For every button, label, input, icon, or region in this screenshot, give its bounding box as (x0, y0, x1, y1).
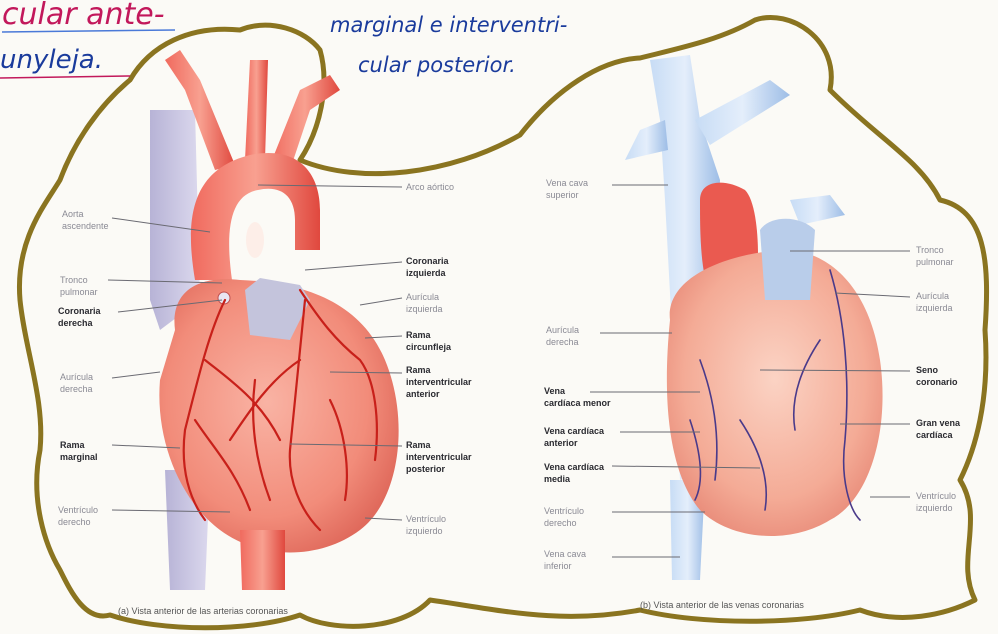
label-ventriculo-derecho-b-2: derecho (544, 518, 577, 528)
label-auricula-izquierda-a-1: Aurícula (406, 292, 439, 302)
panel-a-arteries (150, 50, 399, 590)
label-rama-circunfleja-2: circunfleja (406, 342, 452, 352)
pulmonary-trunk-b (760, 219, 815, 300)
label-ventriculo-izquierdo-b-2: izquierdo (916, 503, 953, 513)
panel-b-veins (625, 55, 883, 580)
label-seno-coronario-2: coronario (916, 377, 958, 387)
label-auricula-izquierda-a-2: izquierda (406, 304, 443, 314)
handwritten-notes: cular ante- unyleja. marginal e interven… (0, 0, 567, 78)
aortic-arch (191, 153, 320, 280)
label-tronco-pulmonar-1: Tronco (60, 275, 88, 285)
label-auricula-izquierda-b-1: Aurícula (916, 291, 949, 301)
label-auricula-derecha-a-2: derecha (60, 384, 93, 394)
label-vena-cardiaca-anterior-2: anterior (544, 438, 578, 448)
handwriting-line-1: cular ante- (2, 0, 165, 32)
label-rama-ivp-3: posterior (406, 464, 446, 474)
label-auricula-derecha-b-2: derecha (546, 337, 579, 347)
label-auricula-izquierda-b-2: izquierda (916, 303, 953, 313)
label-vena-cava-superior-2: superior (546, 190, 579, 200)
handwriting-line-4: cular posterior. (358, 53, 516, 77)
label-seno-coronario-1: Seno (916, 365, 939, 375)
label-vena-cardiaca-menor-2: cardíaca menor (544, 398, 611, 408)
label-vena-cava-inferior-1: Vena cava (544, 549, 586, 559)
label-vena-cardiaca-media-1: Vena cardíaca (544, 462, 605, 472)
label-ventriculo-izquierdo-a-2: izquierdo (406, 526, 443, 536)
label-tronco-pulmonar-b-1: Tronco (916, 245, 944, 255)
label-auricula-derecha-b-1: Aurícula (546, 325, 579, 335)
label-ventriculo-izquierdo-b-1: Ventrículo (916, 491, 956, 501)
label-aorta-ascendente-2: ascendente (62, 221, 109, 231)
label-rama-marginal-1: Rama (60, 440, 86, 450)
label-vena-cardiaca-menor-1: Vena (544, 386, 566, 396)
handwriting-line-2: unyleja. (0, 45, 103, 75)
label-arco-aortico: Arco aórtico (406, 182, 454, 192)
caption-panel-b: (b) Vista anterior de las venas coronari… (640, 600, 804, 610)
label-ventriculo-derecho-b-1: Ventrículo (544, 506, 584, 516)
caption-panel-a: (a) Vista anterior de las arterias coron… (118, 606, 288, 616)
brachiocephalic-vein (695, 80, 790, 145)
label-auricula-derecha-a-1: Aurícula (60, 372, 93, 382)
label-rama-marginal-2: marginal (60, 452, 98, 462)
label-ventriculo-izquierdo-a-1: Ventrículo (406, 514, 446, 524)
label-coronaria-izquierda-1: Coronaria (406, 256, 450, 266)
label-coronaria-derecha-1: Coronaria (58, 306, 102, 316)
label-tronco-pulmonar-2: pulmonar (60, 287, 98, 297)
label-gran-vena-cardiaca-1: Gran vena (916, 418, 961, 428)
label-ventriculo-derecho-a-2: derecho (58, 517, 91, 527)
underline-2 (0, 76, 130, 78)
label-coronaria-derecha-2: derecha (58, 318, 94, 328)
pulmonary-veins (790, 195, 845, 225)
label-tronco-pulmonar-b-2: pulmonar (916, 257, 954, 267)
brachiocephalic-vein-right (625, 120, 668, 160)
label-rama-ivp-1: Rama (406, 440, 432, 450)
label-rama-iva-1: Rama (406, 365, 432, 375)
label-aorta-ascendente-1: Aorta (62, 209, 84, 219)
label-ventriculo-derecho-a-1: Ventrículo (58, 505, 98, 515)
label-vena-cardiaca-media-2: media (544, 474, 571, 484)
label-vena-cardiaca-anterior-1: Vena cardíaca (544, 426, 605, 436)
handwriting-line-3: marginal e interventri- (330, 13, 567, 37)
label-vena-cava-superior-1: Vena cava (546, 178, 588, 188)
label-rama-iva-3: anterior (406, 389, 440, 399)
label-coronaria-izquierda-2: izquierda (406, 268, 447, 278)
descending-aorta (240, 530, 285, 590)
left-carotid-artery (245, 60, 268, 160)
label-rama-iva-2: interventricular (406, 377, 472, 387)
label-rama-ivp-2: interventricular (406, 452, 472, 462)
label-vena-cava-inferior-2: inferior (544, 561, 572, 571)
aortic-arch-lumen (246, 222, 264, 258)
label-rama-circunfleja-1: Rama (406, 330, 432, 340)
label-gran-vena-cardiaca-2: cardíaca (916, 430, 954, 440)
